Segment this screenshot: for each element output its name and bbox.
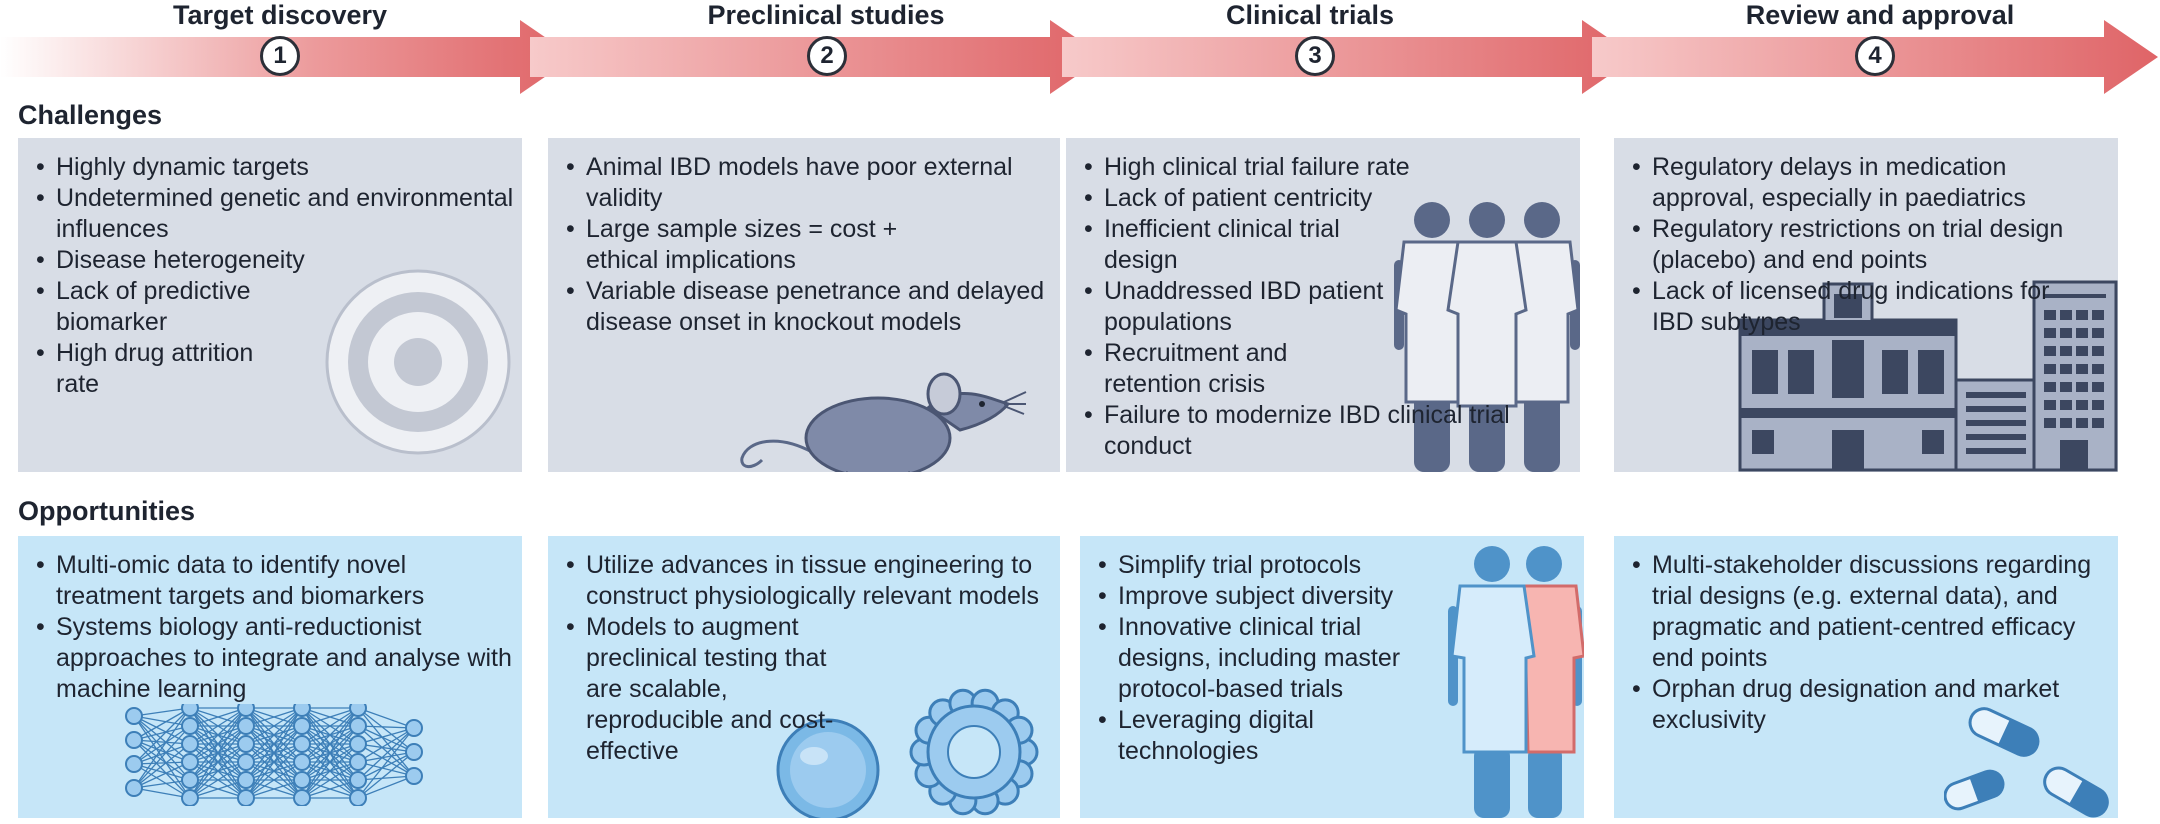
list-item: Simplify trial protocols (1098, 550, 1576, 581)
challenges-panel-target-discovery: Highly dynamic targets Undetermined gene… (18, 138, 522, 472)
list-item: Regulatory restrictions on trial design … (1632, 214, 2110, 276)
stage-title-preclinical-studies: Preclinical studies (707, 0, 945, 30)
list-item: Highly dynamic targets (36, 152, 514, 183)
list-item: Lack of licensed drug indications for IB… (1632, 276, 2052, 338)
target-icon (324, 268, 512, 456)
list-item: Inefficient clinical trial design (1084, 214, 1384, 276)
list-item: Failure to modernize IBD clinical trial … (1084, 400, 1572, 462)
neural-network-icon (122, 704, 428, 806)
opportunity-list: Multi-stakeholder discussions regarding … (1632, 550, 2110, 736)
step-number-4: 4 (1855, 36, 1895, 76)
step-number-2: 2 (807, 36, 847, 76)
challenges-heading: Challenges (18, 100, 163, 130)
list-item: Recruitment and retention crisis (1084, 338, 1384, 400)
opportunities-panel-clinical-trials: Simplify trial protocols Improve subject… (1080, 536, 1584, 818)
list-item: Unaddressed IBD patient populations (1084, 276, 1384, 338)
list-item: Improve subject diversity (1098, 581, 1576, 612)
opportunity-list: Utilize advances in tissue engineering t… (566, 550, 1052, 767)
hospital-icon (1734, 280, 2118, 472)
stage-title-target-discovery: Target discovery (172, 0, 388, 30)
list-item: Variable disease penetrance and delayed … (566, 276, 1052, 338)
opportunities-heading: Opportunities (18, 496, 195, 526)
list-item: Disease heterogeneity (36, 245, 514, 276)
list-item: Lack of predictive biomarker (36, 276, 296, 338)
list-item: Animal IBD models have poor external val… (566, 152, 1052, 214)
challenge-list: Highly dynamic targets Undetermined gene… (36, 152, 514, 400)
list-item: Lack of patient centricity (1084, 183, 1572, 214)
step-number-3: 3 (1295, 36, 1335, 76)
stage-title-review-approval: Review and approval (1745, 0, 2015, 30)
list-item: Undetermined genetic and environmental i… (36, 183, 514, 245)
list-item: Large sample sizes = cost + ethical impl… (566, 214, 926, 276)
list-item: Innovative clinical trial designs, inclu… (1098, 612, 1448, 705)
list-item: Regulatory delays in medication approval… (1632, 152, 2110, 214)
opportunity-list: Multi-omic data to identify novel treatm… (36, 550, 514, 705)
step-number-1: 1 (260, 36, 300, 76)
list-item: Leveraging digital technologies (1098, 705, 1428, 767)
challenges-panel-review-approval: Regulatory delays in medication approval… (1614, 138, 2118, 472)
list-item: High drug attrition rate (36, 338, 296, 400)
diverse-patients-icon (1446, 536, 1584, 818)
list-item: High clinical trial failure rate (1084, 152, 1572, 183)
challenge-list: Animal IBD models have poor external val… (566, 152, 1052, 338)
stage-title-clinical-trials: Clinical trials (1225, 0, 1395, 30)
challenge-list: Regulatory delays in medication approval… (1632, 152, 2110, 338)
list-item: Orphan drug designation and market exclu… (1632, 674, 2110, 736)
list-item: Multi-omic data to identify novel treatm… (36, 550, 514, 612)
challenges-panel-preclinical: Animal IBD models have poor external val… (548, 138, 1060, 472)
capsules-icon (1944, 706, 2118, 818)
list-item: Models to augment preclinical testing th… (566, 612, 856, 767)
mouse-icon (738, 348, 1028, 472)
list-item: Systems biology anti-reductionist approa… (36, 612, 514, 705)
challenge-list: High clinical trial failure rate Lack of… (1084, 152, 1572, 462)
opportunity-list: Simplify trial protocols Improve subject… (1098, 550, 1576, 767)
list-item: Utilize advances in tissue engineering t… (566, 550, 1052, 612)
stage-arrow-3 (1062, 20, 1636, 94)
opportunities-panel-target-discovery: Multi-omic data to identify novel treatm… (18, 536, 522, 818)
challenges-panel-clinical-trials: High clinical trial failure rate Lack of… (1066, 138, 1580, 472)
opportunities-panel-review-approval: Multi-stakeholder discussions regarding … (1614, 536, 2118, 818)
opportunities-panel-preclinical: Utilize advances in tissue engineering t… (548, 536, 1060, 818)
list-item: Multi-stakeholder discussions regarding … (1632, 550, 2110, 674)
